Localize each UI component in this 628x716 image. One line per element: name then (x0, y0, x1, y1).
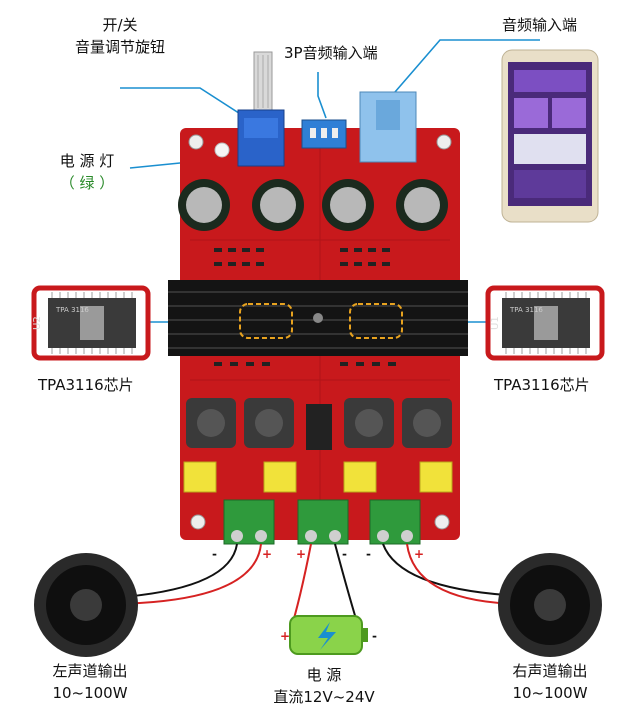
chip-u1-label: U1 (490, 316, 501, 330)
film-capacitors (183, 461, 453, 493)
left-output-label-line1: 左声道输出 (52, 662, 128, 680)
right-output-label-line1: 右声道输出 (512, 662, 588, 680)
polarity-minus-right: - (366, 547, 371, 561)
screw-terminals (223, 499, 421, 545)
chip-left-text: TPA 3116 (55, 306, 89, 314)
polarity-minus-left: - (212, 547, 217, 561)
capacitors (178, 179, 448, 231)
speaker-left (34, 553, 138, 657)
diode (306, 404, 332, 450)
chip-right-label: TPA3116芯片 (494, 376, 590, 394)
chip-right-text: TPA 3116 (509, 306, 543, 314)
audio-jack (359, 91, 417, 163)
switch-label-line1: 开/关 (102, 16, 138, 34)
smd-components (214, 248, 396, 366)
polarity-plus-power: + (296, 547, 306, 561)
speaker-right (498, 553, 602, 657)
switch-label-line2: 音量调节旋钮 (74, 38, 165, 56)
right-output-label-line2: 10~100W (512, 684, 588, 702)
battery (289, 615, 368, 655)
input-3p-label: 3P音频输入端 (284, 44, 378, 62)
polarity-plus-left: + (262, 547, 272, 561)
connector-3p (301, 119, 347, 149)
phone (501, 49, 599, 223)
power-led-label-line2: （ 绿 ） (59, 174, 115, 192)
battery-plus: + (280, 629, 290, 643)
chip-zoom-left (31, 285, 151, 361)
power-label-line2: 直流12V~24V (273, 688, 375, 706)
battery-minus: - (372, 629, 377, 643)
inductors (186, 398, 452, 448)
power-label-line1: 电 源 (306, 666, 342, 684)
chip-u2-label: U2 (32, 316, 43, 330)
chip-left-label: TPA3116芯片 (38, 376, 134, 394)
volume-knob (237, 51, 285, 167)
power-led-label-line1: 电 源 灯 (59, 152, 115, 170)
polarity-plus-right: + (414, 547, 424, 561)
polarity-marks: - + + - - + + - (212, 547, 424, 643)
chip-zoom-right (485, 285, 605, 361)
heatsink (168, 280, 468, 356)
power-led (214, 142, 230, 158)
audio-input-label: 音频输入端 (502, 16, 578, 34)
left-output-label-line2: 10~100W (52, 684, 128, 702)
polarity-minus-power: - (342, 547, 347, 561)
